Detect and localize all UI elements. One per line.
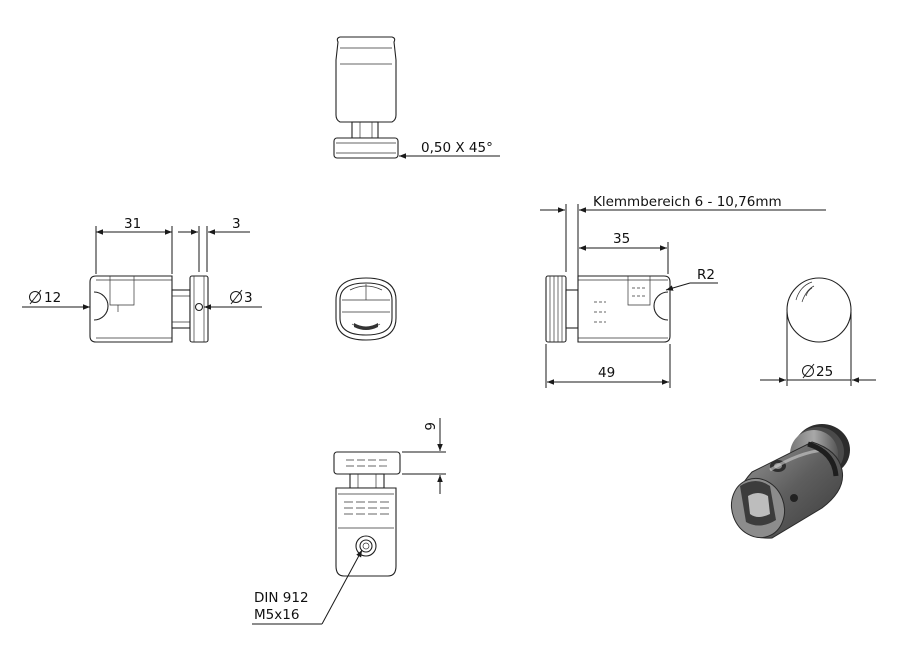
dim-dia25-label: 25 (816, 364, 833, 380)
dim-35-label: 35 (613, 231, 630, 247)
dim-31-label: 31 (124, 216, 141, 232)
clamp-range-label: Klemmbereich 6 - 10,76mm (593, 194, 782, 210)
end-view-center (335, 277, 397, 341)
right-view: Klemmbereich 6 - 10,76mm 35 R2 49 (540, 194, 826, 388)
radius-label: R2 (697, 267, 715, 283)
screw-label-line1: DIN 912 (254, 590, 309, 606)
left-view: 31 3 12 3 (22, 216, 262, 343)
dim-3-label: 3 (232, 216, 241, 232)
dim-49-label: 49 (598, 365, 615, 381)
bottom-view: 6 DIN 912 M5x16 (252, 418, 446, 625)
dim-dia3-label: 3 (244, 290, 253, 306)
dim-dia12-label: 12 (44, 290, 61, 306)
top-view: 0,50 X 45° (333, 36, 500, 159)
circle-view: 25 (760, 277, 876, 386)
iso-render (731, 424, 850, 539)
chamfer-label: 0,50 X 45° (421, 140, 493, 156)
dim-6-label: 6 (421, 422, 437, 431)
screw-label-line2: M5x16 (254, 607, 299, 623)
